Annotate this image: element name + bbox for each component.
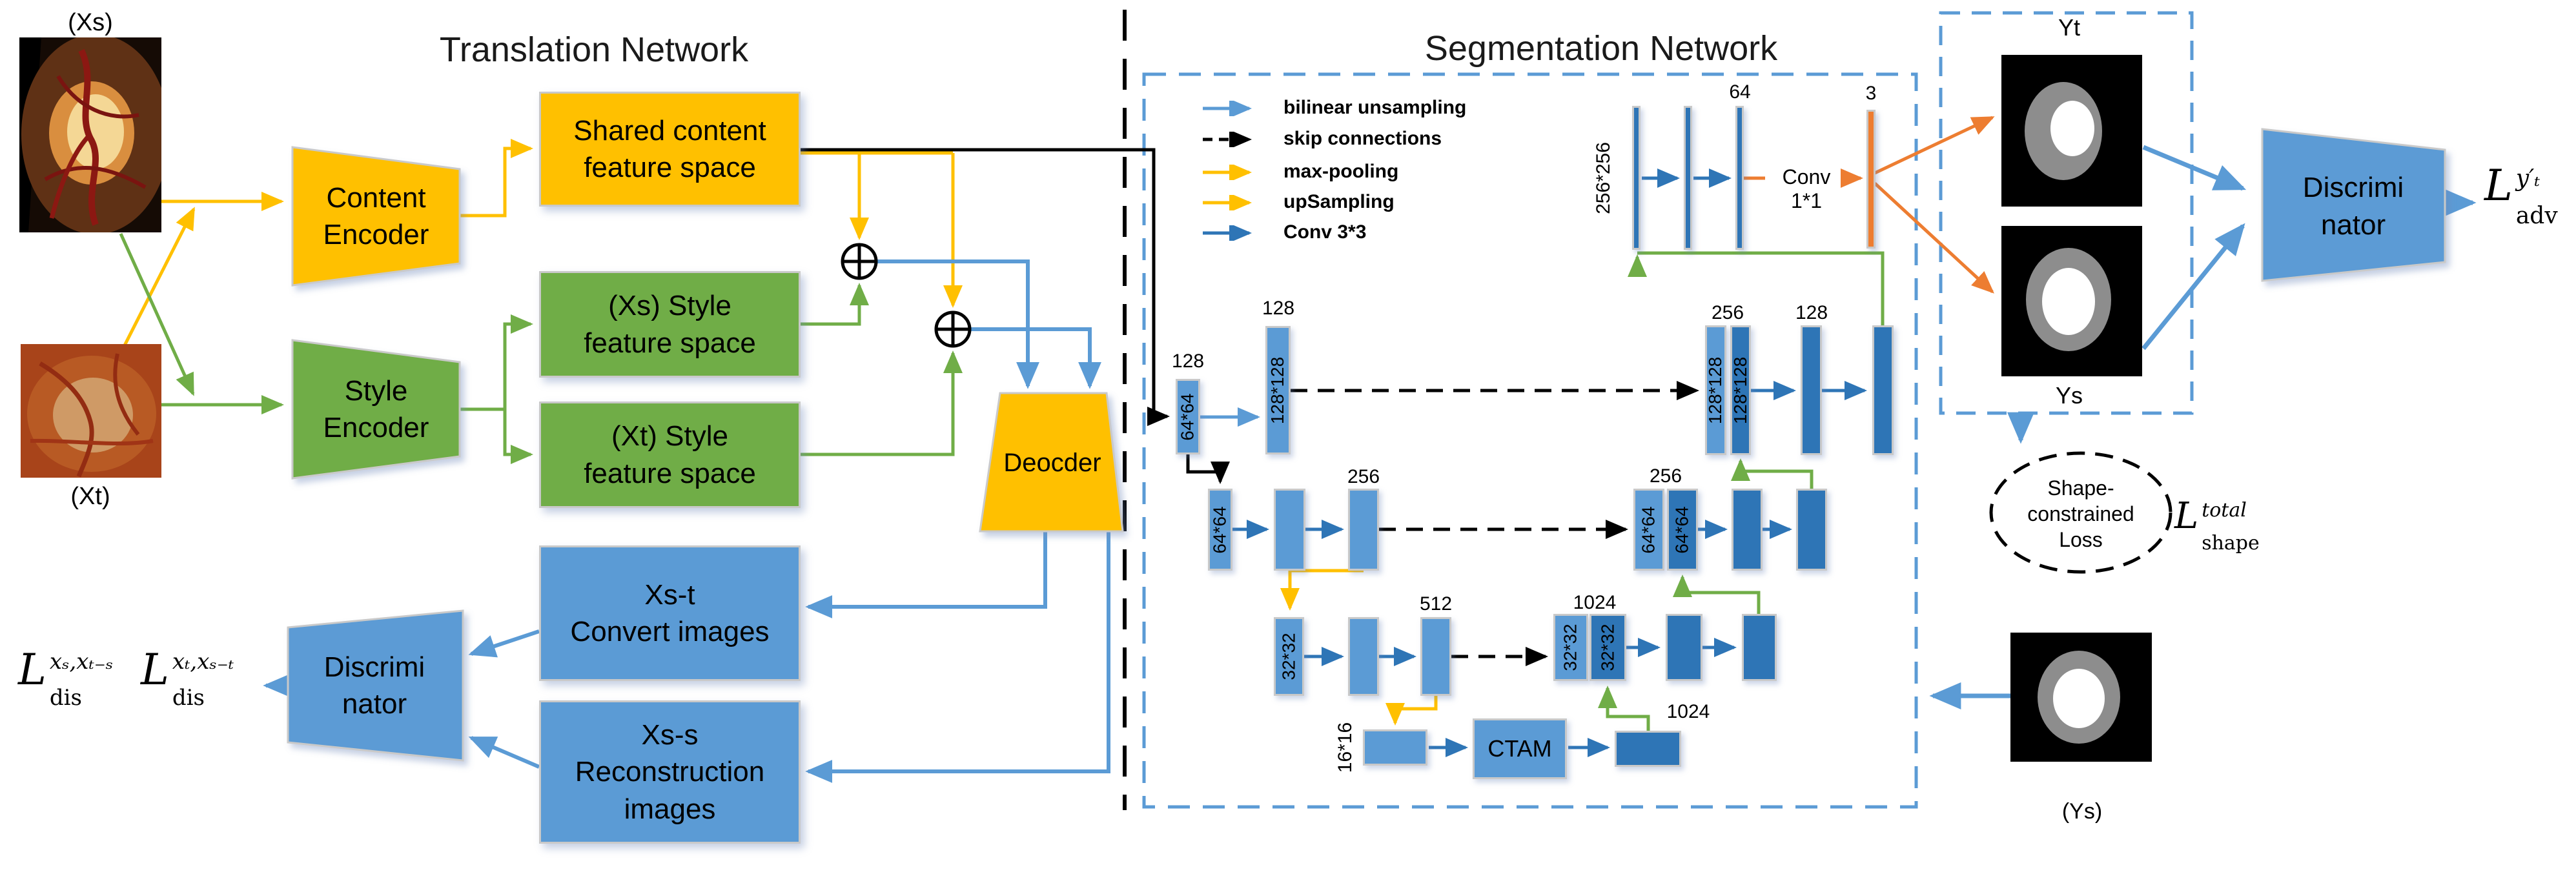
output-discriminator-trapezoid xyxy=(2261,128,2446,282)
style-encoder-label: Style Encoder xyxy=(323,374,429,443)
legend-bilinear-label: bilinear unsampling xyxy=(1283,97,1467,118)
segmentation-network-title: Segmentation Network xyxy=(1424,29,1778,68)
unet-out-bar1 xyxy=(1632,106,1641,250)
dim-bottleneck-channels: 1024 xyxy=(1666,701,1710,722)
unet-out-bar2 xyxy=(1684,106,1692,250)
legend-bilinear-arrow xyxy=(1200,99,1267,119)
dim-up-channels: 128 xyxy=(1262,298,1295,319)
unet-upsampled-bar: 128*128 xyxy=(1265,326,1291,454)
legend-conv3x3-arrow xyxy=(1200,223,1267,244)
unet-final-bar xyxy=(1866,110,1876,249)
legend-conv3x3-label: Conv 3*3 xyxy=(1283,221,1367,243)
unet-dec3-bar3 xyxy=(1742,614,1777,681)
translation-discriminator-label: Discrimi nator xyxy=(323,651,425,720)
unet-enc2-bar3 xyxy=(1348,489,1379,571)
upsampling-green-arrows xyxy=(1598,251,1885,731)
xs-image-label: (Xs) xyxy=(68,9,113,36)
content-encoder-label: Content Encoder xyxy=(323,181,429,250)
content-feature-black-line xyxy=(801,148,1230,485)
xt-fundus-image xyxy=(21,344,161,481)
dim-dec1-channels: 256 xyxy=(1711,302,1744,323)
unet-enc3-bar2 xyxy=(1348,617,1379,696)
legend-maxpool-label: max-pooling xyxy=(1283,161,1399,182)
xss-reconstruction-images-box: Xs-s Reconstruction images xyxy=(539,700,801,844)
unet-dec1-bar3 xyxy=(1872,325,1894,455)
unet-enc3-bar3 xyxy=(1420,617,1451,696)
dim-out-size: 256*256 xyxy=(1593,141,1615,214)
unet-dec3-bar2 xyxy=(1666,614,1702,681)
unet-dec1-up-bar: 128*128 xyxy=(1730,325,1751,455)
legend-skip-arrow xyxy=(1200,130,1267,150)
ys-mask-label: Ys xyxy=(2055,382,2083,409)
unet-enc3-bar1: 32*32 xyxy=(1274,617,1304,696)
conv3x3-arrows xyxy=(1232,168,1868,757)
translation-blue-arrows xyxy=(263,259,1110,783)
yt-mask-label: Yt xyxy=(2058,14,2080,41)
ctam-box: CTAM xyxy=(1473,718,1567,779)
unet-dec2-skip-bar: 64*64 xyxy=(1633,489,1664,571)
content-encoder-trapezoid xyxy=(291,146,461,287)
ys-mask-image xyxy=(2001,226,2142,380)
decoder-trapezoid xyxy=(979,392,1124,533)
dim-input-channels: 128 xyxy=(1171,351,1205,372)
dim-enc2-channels: 256 xyxy=(1347,466,1380,487)
segmentation-dashed-box xyxy=(1142,72,1918,809)
sum-node-2 xyxy=(934,310,972,348)
dim-enc3-channels: 512 xyxy=(1419,593,1453,615)
adv-loss-formula: L y′ₜ adv xyxy=(2484,161,2558,230)
xs-fundus-image xyxy=(19,34,170,236)
output-discriminator-label: Discrimi nator xyxy=(2302,172,2404,241)
dim-dec1-mid-channels: 128 xyxy=(1795,302,1828,323)
unet-out-bar3 xyxy=(1735,106,1744,250)
unet-dec2-up-bar: 64*64 xyxy=(1667,489,1698,571)
ys-groundtruth-label: (Ys) xyxy=(2061,799,2103,824)
conv1x1-label: Conv 1*1 xyxy=(1782,165,1831,212)
xt-style-feature-box: (Xt) Style feature space xyxy=(539,402,801,508)
dim-dec3-channels: 1024 xyxy=(1573,592,1617,613)
legend-upsampling-label: upSampling xyxy=(1283,191,1395,212)
style-encoder-trapezoid xyxy=(291,339,461,480)
shape-constrained-loss-ellipse xyxy=(1989,451,2172,574)
unet-dec3-up-bar: 32*32 xyxy=(1590,614,1626,681)
dim-final-channels: 3 xyxy=(1865,83,1877,104)
decoder-label: Deocder xyxy=(1003,449,1101,477)
skip-connection-arrows xyxy=(1291,381,1700,666)
output-blue-arrows xyxy=(1929,145,2477,709)
translation-green-arrows xyxy=(119,232,963,464)
legend-skip-label: skip connections xyxy=(1283,128,1442,149)
translation-discriminator-trapezoid xyxy=(287,609,464,762)
dis-loss-formula-1: L xₛ,xₜ₋ₛ dis xyxy=(18,645,114,711)
translation-yellow-arrows xyxy=(123,139,963,347)
unet-bottleneck-output-box xyxy=(1615,731,1681,767)
legend-upsampling-arrow xyxy=(1200,193,1267,214)
dim-out-channels: 64 xyxy=(1729,81,1751,103)
unet-dec1-skip-bar: 128*128 xyxy=(1705,325,1726,455)
dim-enc4-size: 16*16 xyxy=(1334,722,1356,773)
dis-loss-formula-2: L xₜ,xₛ₋ₜ dis xyxy=(141,645,234,711)
shared-content-feature-box: Shared content feature space xyxy=(539,92,801,207)
unet-input-bar: 64*64 xyxy=(1176,379,1200,454)
unet-dec3-skip-bar: 32*32 xyxy=(1553,614,1588,681)
shape-constrained-loss-label: Shape- constrained Loss xyxy=(2027,476,2134,551)
prediction-dashed-box xyxy=(1939,11,2194,415)
xs-style-feature-box: (Xs) Style feature space xyxy=(539,271,801,378)
yt-mask-image xyxy=(2001,55,2142,210)
xt-image-label: (Xt) xyxy=(70,483,110,510)
dim-dec2-channels: 256 xyxy=(1649,465,1682,487)
xst-convert-images-box: Xs-t Convert images xyxy=(539,545,801,681)
max-pooling-arrows xyxy=(1280,569,1438,726)
unet-bottleneck-input-box xyxy=(1363,729,1427,766)
legend-maxpool-arrow xyxy=(1200,163,1267,183)
conv1x1-orange-arrows xyxy=(1744,116,1995,294)
shape-loss-formula: L total shape xyxy=(2174,495,2260,554)
unet-dec2-bar3 xyxy=(1796,489,1827,571)
translation-network-title: Translation Network xyxy=(439,30,749,69)
unet-enc2-bar2 xyxy=(1274,489,1305,571)
ys-groundtruth-mask-image xyxy=(2010,633,2152,765)
sum-node-1 xyxy=(841,243,878,280)
unet-dec1-bar2 xyxy=(1801,325,1822,455)
unet-dec2-bar2 xyxy=(1732,489,1763,571)
unet-enc2-bar1: 64*64 xyxy=(1208,489,1232,571)
